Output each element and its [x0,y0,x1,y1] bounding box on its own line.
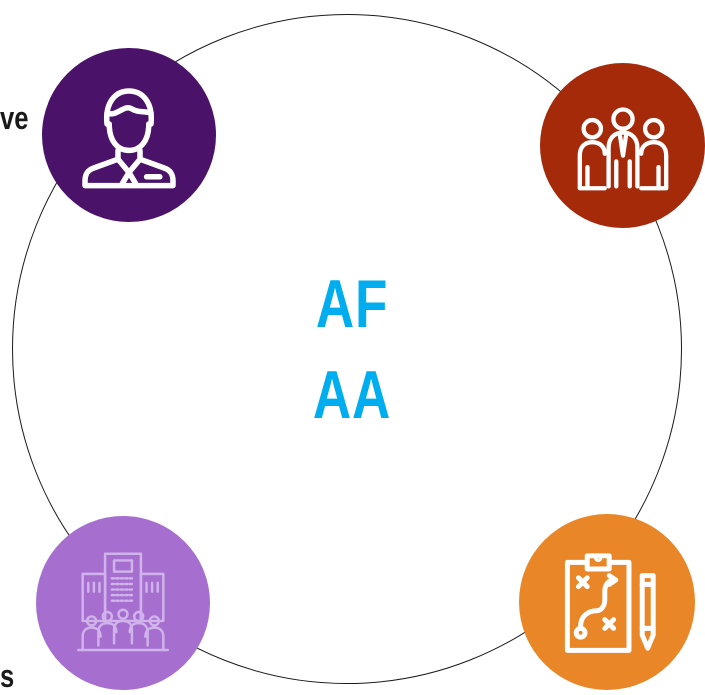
building-people-icon [76,552,170,652]
partial-label-bottom-left: s [0,658,15,694]
node-bottom-right [519,514,695,690]
partial-label-top-left: ve [0,100,29,136]
center-title-line-1: AF [315,266,389,342]
node-top-left [42,48,216,222]
strategy-clipboard-icon [564,553,656,653]
center-title-line-2: AA [312,357,392,433]
team-group-icon [577,106,668,190]
outer-ring [12,14,682,684]
professional-person-icon [82,88,176,189]
node-top-right [540,63,705,228]
node-bottom-left [36,516,210,690]
